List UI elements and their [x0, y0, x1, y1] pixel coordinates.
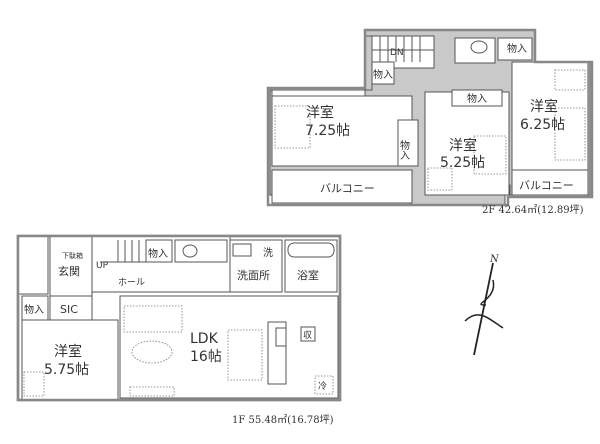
storage-label: 物入	[373, 68, 393, 81]
balcony-right	[511, 169, 589, 196]
room-name: 洋室	[530, 98, 558, 115]
closet-mark-box	[300, 326, 316, 342]
room-western-6-25	[511, 61, 589, 171]
bed-icon	[473, 135, 507, 175]
storage-label: 物入	[507, 42, 527, 55]
storage-1f-hall	[145, 239, 173, 263]
room-name: 洋室	[54, 343, 82, 360]
entrance-label: 玄関	[58, 264, 80, 278]
storage-2f-top	[497, 37, 533, 61]
storage-label: 物入	[467, 92, 487, 105]
tv-stand-icon	[129, 386, 175, 397]
kitchen-counter-icon	[267, 321, 287, 385]
storage-1f	[21, 295, 49, 321]
table-icon	[131, 340, 173, 364]
room-size: 6.25帖	[520, 117, 565, 133]
toilet-icon	[470, 40, 488, 54]
balcony-label: バルコニー	[519, 179, 574, 192]
shoe-box-label: 下駄箱	[62, 251, 83, 260]
floor-1-plan: 下駄箱 玄関 SIC 物入 物入 UP ホール 洗面所 洗 浴室 収 冷 LDK…	[16, 234, 342, 426]
room-bathroom	[284, 239, 338, 293]
room-washroom	[229, 239, 283, 293]
washroom-label: 洗面所	[237, 269, 270, 282]
room-name: 洋室	[306, 104, 334, 121]
room-western-7-25	[271, 95, 413, 167]
hall-label: ホール	[118, 277, 145, 288]
room-name: 洋室	[449, 137, 477, 154]
storage-label: 物入	[148, 247, 168, 260]
bed-icon	[554, 107, 586, 161]
bathtub-icon	[287, 242, 335, 258]
storage-2f-hall	[371, 61, 395, 85]
room-size: 7.25帖	[305, 123, 350, 139]
room-name: LDK	[190, 331, 219, 347]
floor-2-plan: DN 物入 物入 物入 物入 洋室 7.25帖 洋室 5.25帖 洋室 6.25…	[266, 28, 594, 216]
washer-label: 洗	[263, 247, 273, 259]
storage-label: 物入	[24, 303, 44, 316]
balcony-left	[271, 169, 413, 204]
fridge-mark: 冷	[318, 380, 327, 392]
floor-2-area-caption: 2F 42.64㎡(12.89坪)	[482, 203, 584, 216]
desk-icon	[427, 167, 453, 191]
closet-mark: 収	[303, 329, 312, 341]
room-size: 16帖	[190, 349, 222, 365]
room-western-5-25	[424, 91, 510, 196]
sic-label: SIC	[60, 303, 78, 316]
desk-icon	[23, 371, 45, 397]
kitchen-sink-icon	[275, 327, 287, 347]
storage-2f-mid	[451, 89, 503, 107]
porch	[17, 235, 49, 295]
sink-icon	[232, 243, 252, 257]
bed-icon	[274, 105, 311, 149]
balcony-label: バルコニー	[320, 182, 375, 195]
floor-1-area-caption: 1F 55.48㎡(16.78坪)	[232, 413, 334, 426]
room-ldk	[119, 295, 339, 399]
north-label: N	[489, 254, 500, 265]
bathroom-label: 浴室	[297, 268, 319, 282]
toilet-icon	[182, 244, 198, 258]
room-western-5-75	[21, 319, 119, 401]
room-size: 5.25帖	[440, 155, 485, 171]
room-sic	[49, 295, 93, 325]
room-size: 5.75帖	[44, 362, 89, 378]
storage-2f-side	[397, 119, 419, 167]
stairs-down-label: DN	[390, 48, 404, 58]
stairs-up-label: UP	[96, 261, 109, 271]
compass-icon: N	[464, 254, 504, 356]
storage-label: 物入	[398, 139, 410, 160]
fridge-icon	[314, 375, 334, 395]
